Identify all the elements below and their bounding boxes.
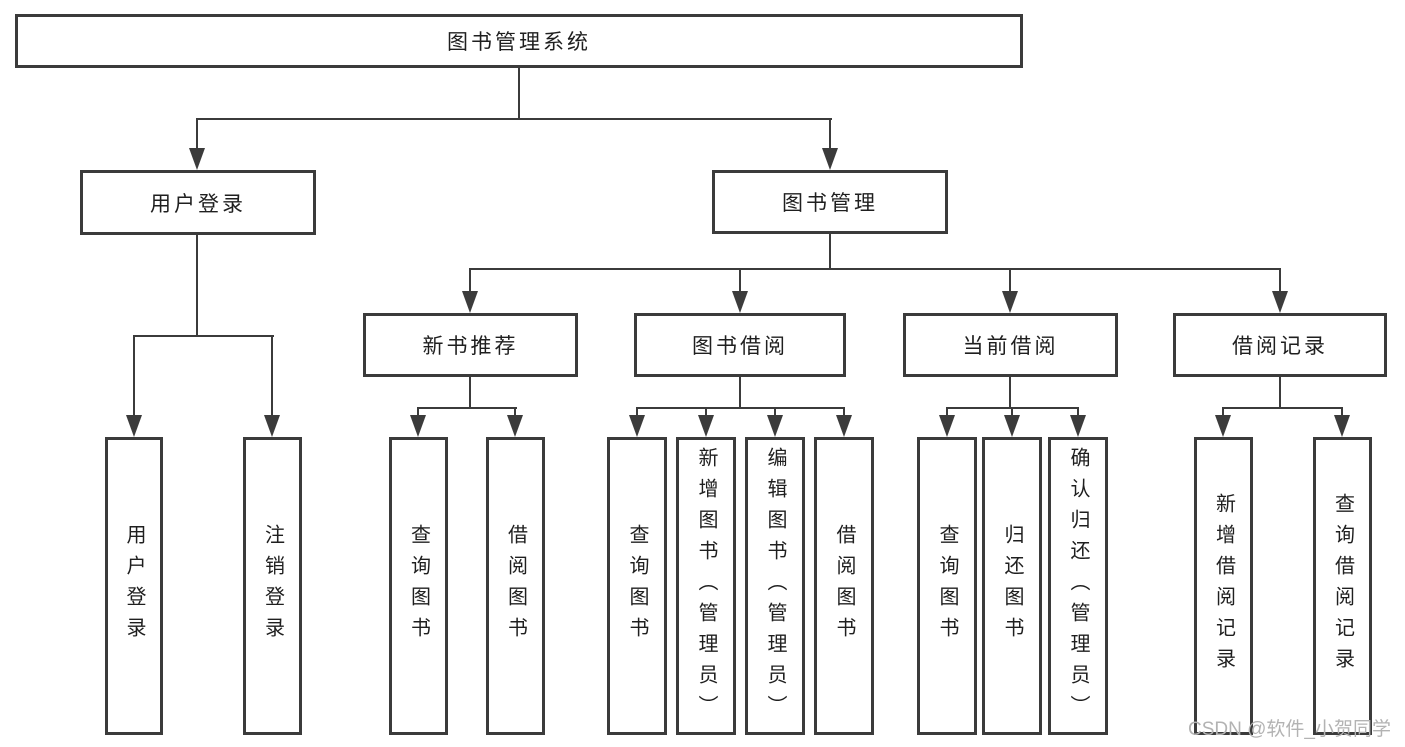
node-book-borrow-label: 图书借阅 <box>692 335 788 358</box>
node-system-root: 图书管理系统 <box>15 14 1023 68</box>
leaf-return-books: 归还图书 <box>982 437 1042 735</box>
leaf-query-books-borrow: 查询图书 <box>607 437 667 735</box>
connector-line <box>196 118 198 150</box>
arrow-down-icon <box>189 148 205 170</box>
leaf-return-books-label: 归还图书 <box>1001 524 1023 648</box>
connector-line <box>636 407 845 409</box>
leaf-query-borrow-record-label: 查询借阅记录 <box>1331 493 1354 679</box>
leaf-query-books-recommend-label: 查询图书 <box>407 524 430 648</box>
node-book-management-label: 图书管理 <box>782 192 878 215</box>
leaf-query-books-recommend: 查询图书 <box>389 437 448 735</box>
node-system-root-label: 图书管理系统 <box>447 31 591 54</box>
connector-line <box>1222 407 1343 409</box>
arrow-down-icon <box>822 148 838 170</box>
leaf-confirm-return-admin: 确认归还（管理员） <box>1048 437 1108 735</box>
connector-line <box>469 377 471 409</box>
leaf-logout: 注销登录 <box>243 437 302 735</box>
leaf-user-login-label: 用户登录 <box>123 524 145 648</box>
node-new-book-recommend-label: 新书推荐 <box>422 335 519 358</box>
arrow-down-icon <box>767 415 783 437</box>
connector-line <box>417 407 419 417</box>
arrow-down-icon <box>462 291 478 313</box>
connector-line <box>739 268 741 293</box>
connector-line <box>1011 407 1013 417</box>
connector-line <box>829 118 831 150</box>
arrow-down-icon <box>939 415 955 437</box>
connector-line <box>1009 268 1011 293</box>
connector-line <box>774 407 776 417</box>
node-borrow-records-label: 借阅记录 <box>1232 335 1328 358</box>
arrow-down-icon <box>732 291 748 313</box>
arrow-down-icon <box>698 415 714 437</box>
leaf-edit-books-admin: 编辑图书（管理员） <box>745 437 805 735</box>
connector-line <box>469 268 1281 270</box>
leaf-add-borrow-record: 新增借阅记录 <box>1194 437 1253 735</box>
node-borrow-records: 借阅记录 <box>1173 313 1387 377</box>
leaf-borrow-books: 借阅图书 <box>814 437 874 735</box>
node-current-borrow-label: 当前借阅 <box>962 335 1059 358</box>
connector-line <box>196 235 198 337</box>
leaf-query-books-borrow-label: 查询图书 <box>626 524 648 648</box>
leaf-confirm-return-admin-label: 确认归还（管理员） <box>1067 446 1089 726</box>
node-user-login-label: 用户登录 <box>150 192 246 216</box>
leaf-query-borrow-record: 查询借阅记录 <box>1313 437 1372 735</box>
connector-line <box>843 407 845 417</box>
leaf-edit-books-admin-label: 编辑图书（管理员） <box>764 446 786 726</box>
connector-line <box>1279 268 1281 293</box>
connector-line <box>1341 407 1343 417</box>
arrow-down-icon <box>836 415 852 437</box>
leaf-borrow-books-recommend-label: 借阅图书 <box>504 524 527 648</box>
arrow-down-icon <box>126 415 142 437</box>
connector-line <box>518 68 520 120</box>
arrow-down-icon <box>629 415 645 437</box>
connector-line <box>946 407 948 417</box>
leaf-add-books-admin-label: 新增图书（管理员） <box>695 446 717 726</box>
connector-line <box>133 335 135 417</box>
arrow-down-icon <box>507 415 523 437</box>
leaf-logout-label: 注销登录 <box>261 524 284 648</box>
leaf-add-books-admin: 新增图书（管理员） <box>676 437 736 735</box>
connector-line <box>705 407 707 417</box>
csdn-watermark: CSDN @软件_小贺同学 <box>1188 719 1391 740</box>
leaf-query-books-current: 查询图书 <box>917 437 977 735</box>
arrow-down-icon <box>1002 291 1018 313</box>
leaf-borrow-books-recommend: 借阅图书 <box>486 437 545 735</box>
connector-line <box>1222 407 1224 417</box>
arrow-down-icon <box>1272 291 1288 313</box>
connector-line <box>133 335 274 337</box>
connector-line <box>469 268 471 293</box>
arrow-down-icon <box>1215 415 1231 437</box>
connector-line <box>1279 377 1281 409</box>
node-book-management: 图书管理 <box>712 170 948 234</box>
connector-line <box>271 335 273 417</box>
arrow-down-icon <box>1334 415 1350 437</box>
connector-line <box>636 407 638 417</box>
connector-line <box>739 377 741 409</box>
connector-line <box>1077 407 1079 417</box>
arrow-down-icon <box>1004 415 1020 437</box>
arrow-down-icon <box>264 415 280 437</box>
leaf-add-borrow-record-label: 新增借阅记录 <box>1212 493 1235 679</box>
node-new-book-recommend: 新书推荐 <box>363 313 578 377</box>
connector-line <box>196 118 832 120</box>
connector-line <box>829 234 831 270</box>
leaf-borrow-books-label: 借阅图书 <box>833 524 855 648</box>
connector-line <box>1009 377 1011 409</box>
node-book-borrow: 图书借阅 <box>634 313 846 377</box>
arrow-down-icon <box>1070 415 1086 437</box>
node-current-borrow: 当前借阅 <box>903 313 1118 377</box>
leaf-query-books-current-label: 查询图书 <box>936 524 958 648</box>
arrow-down-icon <box>410 415 426 437</box>
connector-line <box>417 407 517 409</box>
node-user-login: 用户登录 <box>80 170 316 235</box>
connector-line <box>514 407 516 417</box>
leaf-user-login: 用户登录 <box>105 437 163 735</box>
